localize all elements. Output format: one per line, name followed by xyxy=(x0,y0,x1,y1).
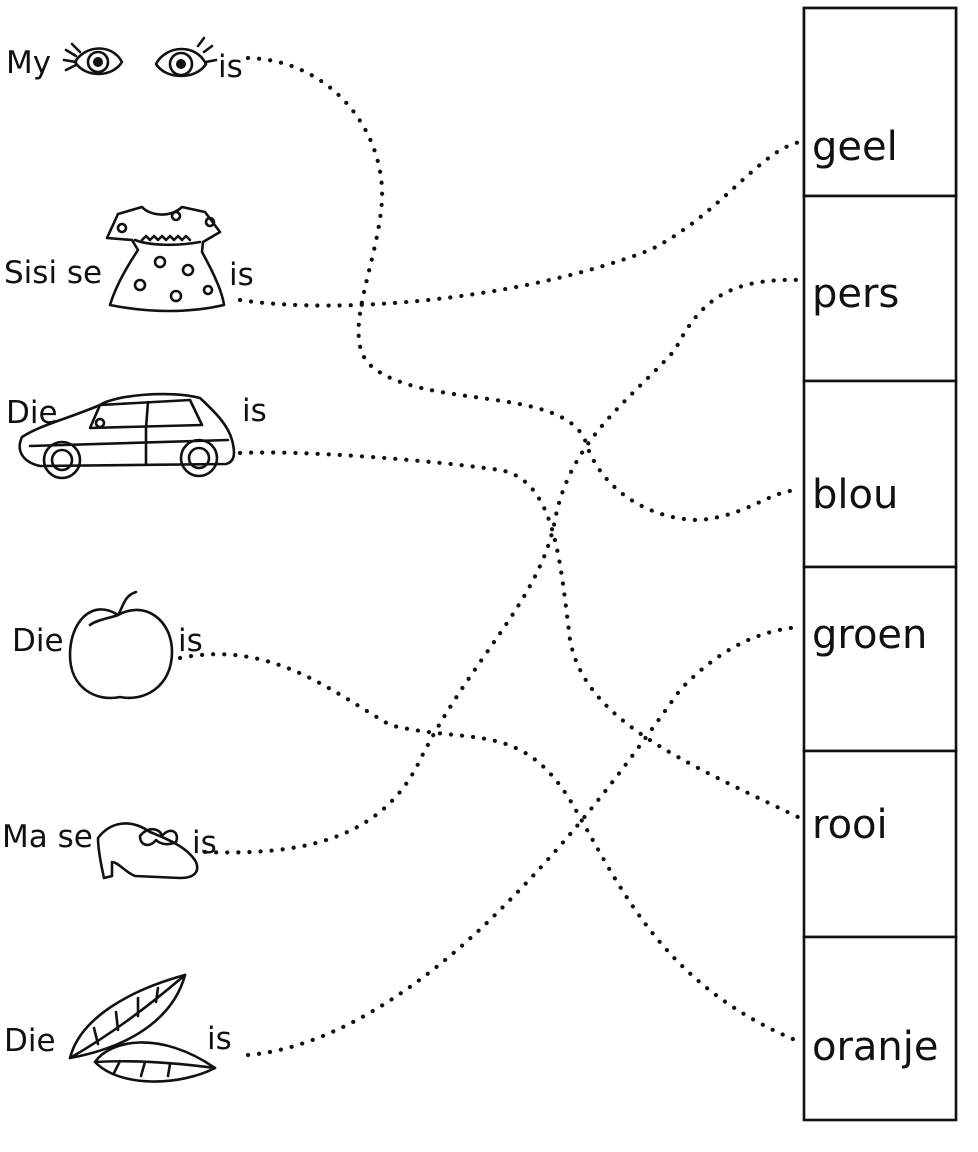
dotted-line-apple-oranje[interactable] xyxy=(177,652,803,1045)
left-eye-icon xyxy=(62,42,124,76)
colour-box-groen[interactable] xyxy=(802,565,958,753)
eyes-icon xyxy=(62,36,218,78)
dotted-line-dress-geel[interactable] xyxy=(237,139,803,308)
colour-word-blou: blou xyxy=(812,472,898,518)
row-suffix: is xyxy=(229,257,254,293)
colour-column: geel pers blou groen rooi oranje xyxy=(802,6,958,1122)
dotted-line-eyes-blou[interactable] xyxy=(245,55,803,523)
colour-word-pers: pers xyxy=(812,271,899,317)
colour-box-geel[interactable] xyxy=(802,6,958,198)
row-suffix: is xyxy=(178,623,203,659)
colour-box-blou[interactable] xyxy=(802,379,958,569)
row-dress: Sisi se is xyxy=(4,205,254,313)
dotted-line-leaves-groen[interactable] xyxy=(245,624,803,1058)
colour-word-geel: geel xyxy=(812,124,898,170)
dotted-line-car-rooi[interactable] xyxy=(237,450,803,821)
row-suffix: is xyxy=(192,825,217,861)
row-eyes: My is xyxy=(6,36,243,85)
matching-lines xyxy=(177,55,803,1058)
row-suffix: is xyxy=(207,1021,232,1057)
row-suffix: is xyxy=(242,393,267,429)
row-prefix: Sisi se xyxy=(4,255,102,291)
colour-word-oranje: oranje xyxy=(812,1024,939,1070)
colour-box-pers[interactable] xyxy=(802,194,958,383)
row-prefix: Die xyxy=(12,623,64,659)
row-shoe: Ma se is xyxy=(2,819,217,880)
row-prefix: Die xyxy=(6,395,58,431)
car-icon xyxy=(18,392,236,480)
row-leaves: Die is xyxy=(4,973,232,1083)
row-car: Die is xyxy=(6,392,267,480)
row-suffix: is xyxy=(218,49,243,85)
dotted-line-shoe-pers[interactable] xyxy=(202,277,803,855)
colour-box-oranje[interactable] xyxy=(802,935,958,1122)
row-prefix: Ma se xyxy=(2,819,93,855)
leaves-icon xyxy=(68,973,217,1083)
colour-word-groen: groen xyxy=(812,612,927,658)
right-eye-icon xyxy=(154,36,218,78)
row-prefix: My xyxy=(6,45,51,81)
apple-icon xyxy=(68,590,174,700)
colour-word-rooi: rooi xyxy=(812,802,888,848)
dress-icon xyxy=(105,205,226,313)
row-apple: Die is xyxy=(12,590,203,700)
row-prefix: Die xyxy=(4,1023,56,1059)
shoe-icon xyxy=(96,822,199,880)
